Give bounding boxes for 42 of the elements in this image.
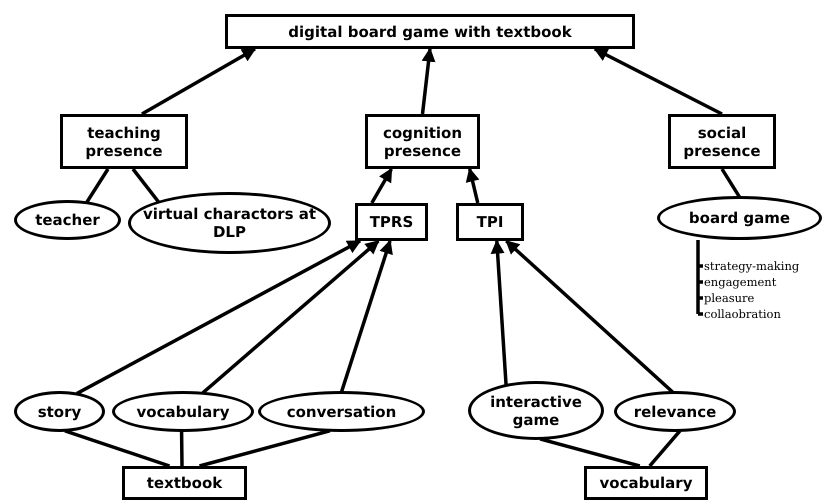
arrow [340,240,393,393]
connector-line [132,168,160,203]
connector-line [180,430,184,466]
node-label: social presence [682,124,762,160]
node-label: vocabulary [136,402,230,420]
concept-box [668,114,776,169]
list-item: pleasure [704,291,754,305]
node-label: teacher [35,211,100,229]
connector-line [648,430,682,468]
concept-box [355,203,428,241]
connector-line [199,429,330,468]
arrow [594,47,723,116]
node-label: TPRS [370,213,414,231]
node-label: TPI [476,213,504,231]
connector-line [720,168,741,198]
concept-box [365,114,480,169]
connector-line [540,437,640,468]
connector-line [64,429,170,468]
node-label: interactive game [489,392,583,428]
node-label: vocabulary [600,474,692,492]
concept-box [60,114,188,169]
concept-box [122,466,247,500]
concept-box [225,14,635,49]
arrow [420,48,436,114]
node-label: virtual charactors at DLP [142,205,318,241]
node-label: digital board game with textbook [288,22,572,40]
list-item: engagement [704,275,776,289]
concept-box [584,466,708,500]
node-label: cognition presence [382,124,464,160]
arrow [370,168,393,204]
node-label: textbook [146,474,222,492]
node-label: story [38,402,82,420]
node-label: relevance [634,402,716,420]
list-item: collaobration [704,307,781,321]
arrow [466,168,480,204]
list-item: strategy-making [704,259,800,273]
node-label: board game [688,209,790,227]
arrow [505,240,674,394]
arrow [141,47,256,116]
node-label: teaching presence [84,124,164,160]
concept-box [456,203,524,241]
node-label: conversation [286,402,396,420]
